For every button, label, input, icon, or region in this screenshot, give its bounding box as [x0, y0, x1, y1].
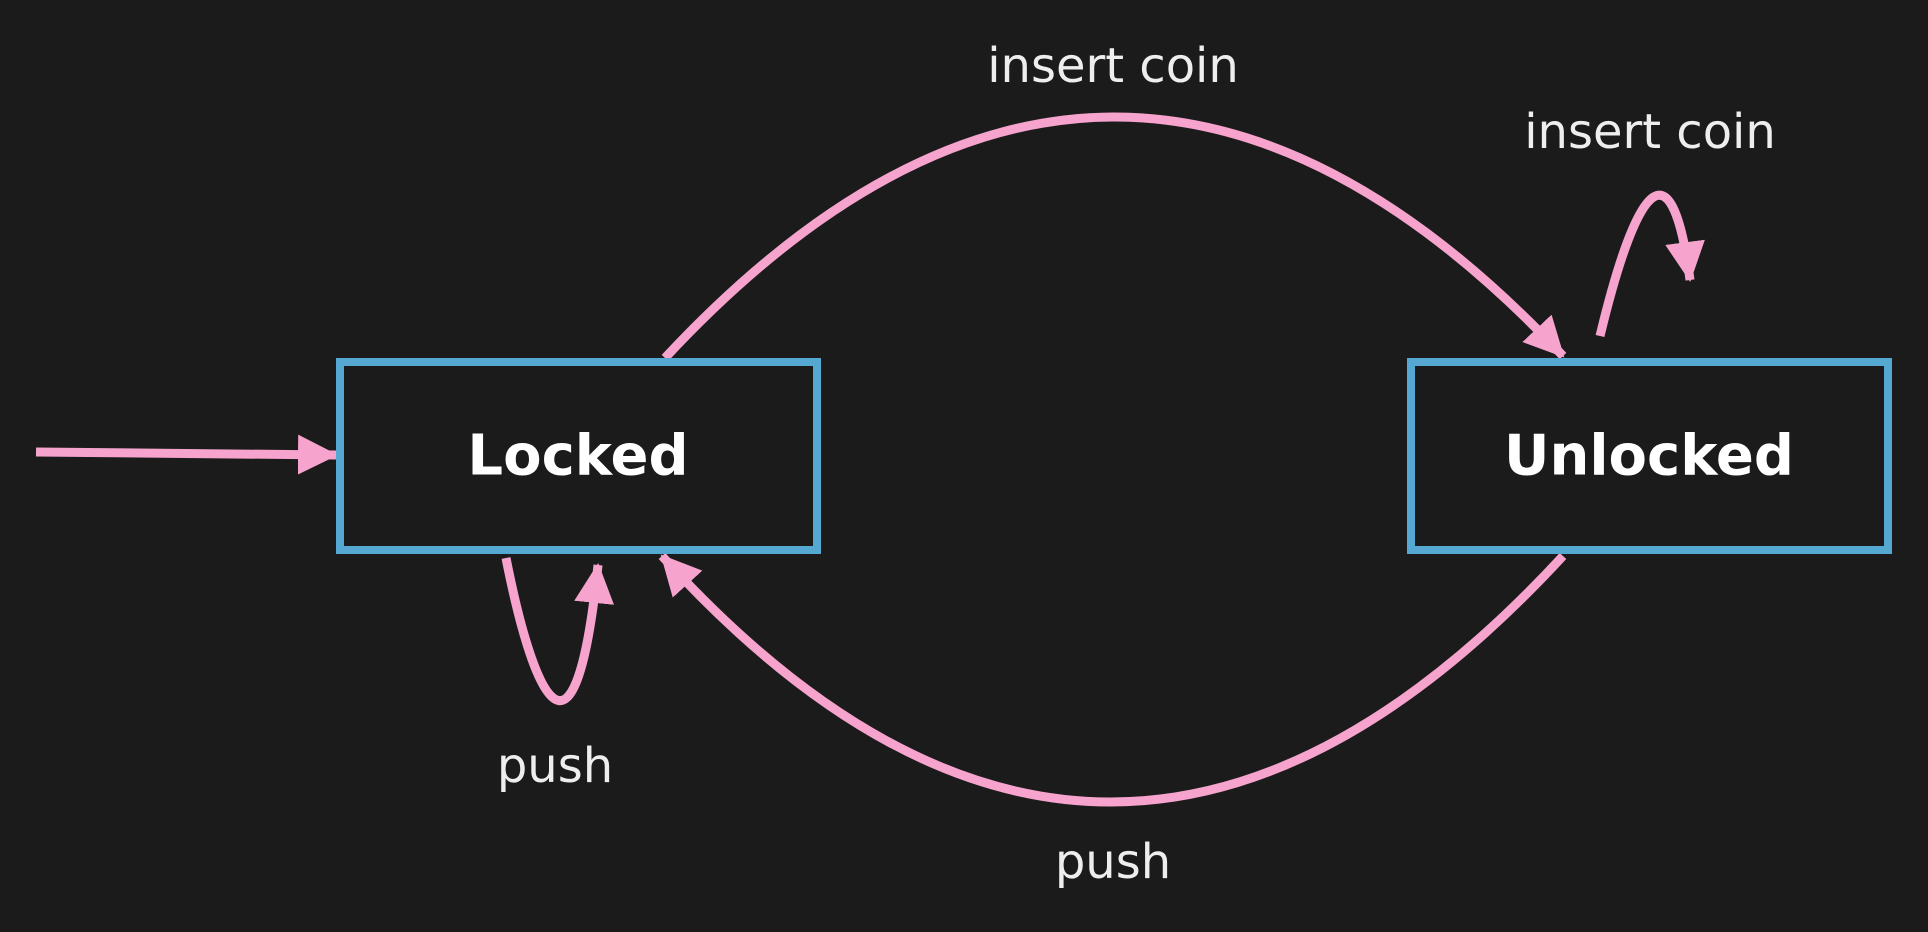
state-locked: Locked: [336, 358, 821, 554]
label-unlocked-to-locked: push: [1055, 834, 1171, 890]
transition-unlocked-to-locked: [658, 552, 1567, 807]
label-locked-self-loop: push: [497, 738, 613, 794]
label-unlocked-self-loop: insert coin: [1524, 104, 1776, 160]
label-locked-to-unlocked: insert coin: [987, 38, 1239, 94]
state-unlocked-label: Unlocked: [1504, 424, 1794, 489]
transition-unlocked-self-loop: [1595, 190, 1705, 338]
state-locked-label: Locked: [467, 424, 688, 489]
initial-transition-arrow: [35, 434, 338, 475]
state-locked-box: [336, 358, 821, 554]
transition-locked-self-loop: [501, 557, 615, 705]
state-unlocked-box: [1407, 358, 1892, 554]
state-unlocked: Unlocked: [1407, 358, 1892, 554]
transition-locked-to-unlocked: [661, 112, 1567, 362]
